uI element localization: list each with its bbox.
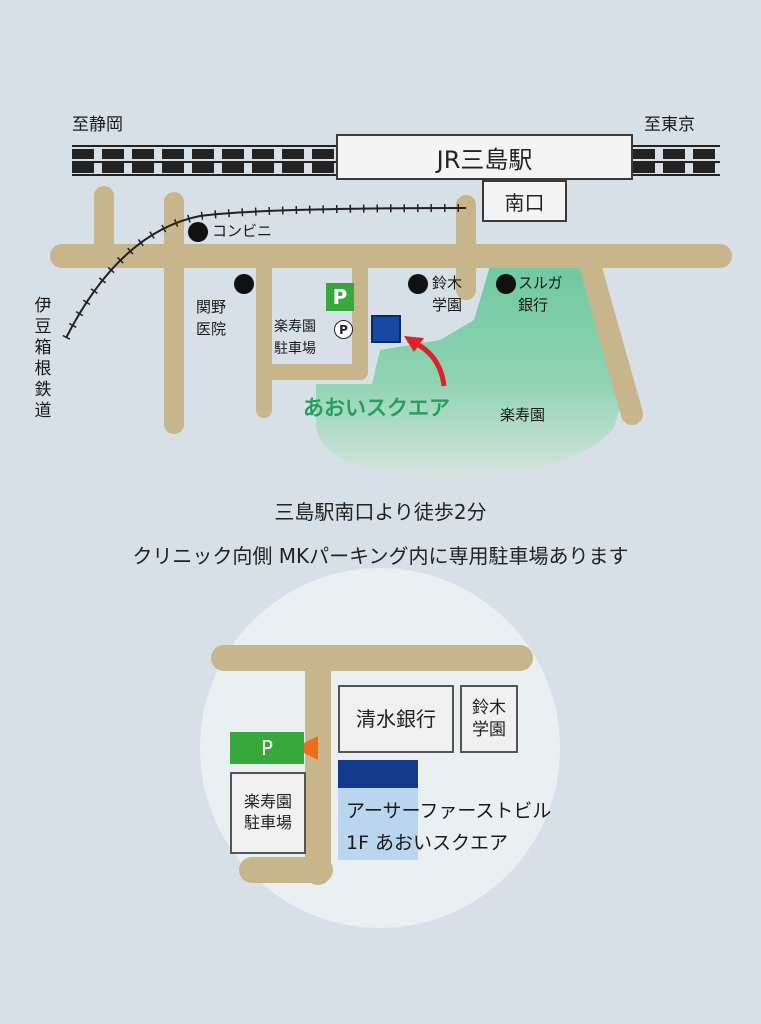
aoi-square-label: あおいスクエア	[303, 396, 450, 420]
landmark-dot-icon	[496, 274, 516, 294]
to-shizuoka-label: 至静岡	[72, 115, 123, 135]
arthur-building-label-1: アーサーファーストビル	[346, 800, 552, 822]
south-exit: 南口	[482, 180, 567, 222]
sekino-label-2: 医院	[196, 320, 227, 338]
rakujuen-parking-label-1: 楽寿園	[274, 319, 316, 335]
parking-icon: P	[326, 283, 354, 311]
shimizu-bank-building: 清水銀行	[338, 685, 454, 753]
shimizu-bank-label: 清水銀行	[356, 707, 436, 731]
parking-circle-icon: P	[334, 320, 353, 339]
directions-line-2: クリニック向側 MKパーキング内に専用駐車場あります	[132, 544, 629, 568]
suruga-label-1: スルガ	[518, 274, 563, 292]
arthur-building-roof	[338, 760, 418, 788]
izu-railway	[65, 207, 467, 339]
aoi-square-marker	[371, 315, 401, 343]
detail-suzuki-label-1: 鈴木	[472, 697, 506, 718]
orange-arrow	[294, 736, 318, 760]
rakujuen-parking-label-2: 駐車場	[274, 341, 316, 357]
suruga-label-2: 銀行	[518, 296, 549, 314]
detail-suzuki-label-2: 学園	[472, 720, 506, 740]
rail-track	[72, 145, 720, 176]
suzuki-label-1: 鈴木	[432, 274, 463, 292]
directions-line-1: 三島駅南口より徒歩2分	[274, 500, 487, 524]
conbini-label: コンビニ	[212, 222, 273, 240]
detail-parking-icon: P	[230, 732, 304, 764]
detail-rakujuen-parking-label-2: 駐車場	[243, 813, 292, 832]
detail-rakujuen-parking: 楽寿園 駐車場	[230, 772, 306, 854]
roads	[50, 186, 732, 434]
landmark-dot-icon	[188, 222, 208, 242]
suzuki-label-2: 学園	[432, 296, 463, 314]
arthur-building-label-2: 1F あおいスクエア	[346, 832, 509, 854]
landmark-dot-icon	[408, 274, 428, 294]
arthur-building	[338, 788, 418, 860]
station-name: JR三島駅	[336, 134, 633, 180]
izu-hakone-railway-label: 伊豆箱根鉄道	[34, 296, 52, 421]
to-tokyo-label: 至東京	[644, 115, 695, 135]
sekino-label-1: 関野	[196, 298, 227, 316]
detail-rakujuen-parking-label-1: 楽寿園	[243, 792, 292, 812]
landmark-dot-icon	[234, 274, 254, 294]
suzuki-gakuen-building: 鈴木 学園	[460, 685, 518, 753]
park-area	[316, 266, 621, 475]
detail-roads	[211, 645, 533, 885]
rakujuen-park-label: 楽寿園	[500, 406, 546, 424]
